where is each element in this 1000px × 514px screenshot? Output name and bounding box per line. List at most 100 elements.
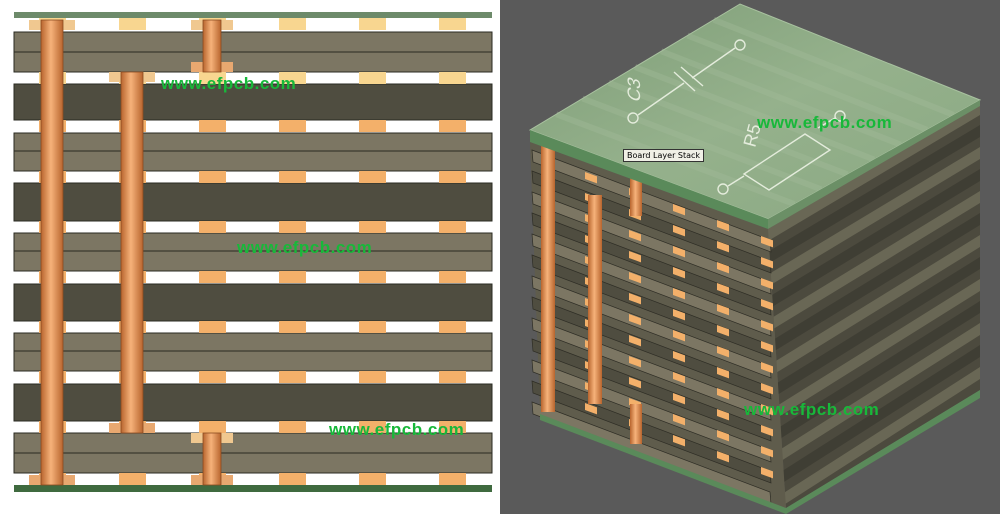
watermark-right-bottom: www.efpcb.com [744,400,880,419]
copper-pad-bottom [359,473,386,485]
watermark-left-bottom: www.efpcb.com [329,420,465,439]
front-face-pad [673,413,685,426]
front-face-pad [629,376,641,389]
copper-pad [119,18,146,30]
front-face-pad [761,235,773,248]
copper-pad [199,72,226,84]
right-face-layer [779,301,980,439]
cap-plate-1 [673,71,696,92]
layer-band [13,150,493,172]
via [29,19,75,486]
right-face-layer [782,345,980,483]
front-via-4 [630,404,642,444]
copper-pad [439,321,466,333]
res-pad-2 [834,110,846,122]
front-face-pad [761,424,773,437]
copper-pad [199,171,226,183]
front-face-pad [673,203,685,216]
right-face-layer [771,169,980,307]
copper-pad [359,271,386,283]
copper-pad [439,120,466,132]
copper-pad [359,371,386,383]
front-face-pad [761,340,773,353]
front-face-pad [629,355,641,368]
top-stripe [660,48,902,148]
front-face-pad [717,387,729,400]
right-face-layer [773,191,980,329]
front-face-pad [717,324,729,337]
front-face-pad [673,434,685,447]
copper-pad [199,120,226,132]
top-stripe [686,32,929,133]
front-face-pad [717,408,729,421]
watermark-right-top: www.efpcb.com [757,113,893,132]
copper-pad [359,321,386,333]
copper-pad [279,271,306,283]
via-barrel [120,71,144,434]
front-face-pad [761,361,773,374]
front-face-pad [761,382,773,395]
right-face-layer [774,213,980,351]
front-face-pad [761,319,773,332]
copper-pad [359,171,386,183]
front-face-pad [717,219,729,232]
res-lead-2 [817,117,836,129]
front-face-pad [761,256,773,269]
copper-pad [279,221,306,233]
layer-band [13,332,493,352]
front-face-pad [673,245,685,258]
top-stripe [607,79,849,178]
copper-pad [199,371,226,383]
copper-pad [439,421,466,433]
front-via-1 [541,146,555,412]
right-face-layer [770,147,980,285]
right-face-layer [778,279,980,417]
front-face-pad [761,403,773,416]
copper-pad [279,371,306,383]
copper-pad [199,271,226,283]
front-face-pad [717,303,729,316]
right-face-layer [783,367,980,505]
right-face-layer [769,125,980,263]
cap-lead-1 [637,82,685,116]
cap-ref-label: C3 [624,74,644,104]
cap-pad-2 [734,39,746,51]
right-face-layer [777,257,980,395]
front-face-pad [761,277,773,290]
copper-pad [279,421,306,433]
right-face-layer [768,103,980,241]
bottom-solder-edge [540,390,980,514]
copper-pad-bottom [439,473,466,485]
copper-pad [359,421,386,433]
front-face-pad [629,250,641,263]
layer-band [13,182,493,222]
front-face-pad [673,287,685,300]
copper-pad [199,321,226,333]
copper-pad [439,18,466,30]
cap-pad-1 [627,112,639,124]
res-pad-1 [717,183,729,195]
layer-band [13,132,493,152]
silkscreen-resistor [717,110,846,195]
cap-plate-2 [680,66,704,87]
front-face-pad [761,445,773,458]
front-face-pad [717,240,729,253]
bottom-solder-mask [14,485,492,492]
tooltip-board-layer-stack: Board Layer Stack [623,149,705,162]
copper-pad [279,321,306,333]
front-face-pad [673,350,685,363]
layer-band [13,350,493,372]
layer-band [13,452,493,474]
cross-section-panel [13,12,493,492]
copper-pad [279,120,306,132]
front-face-pad [673,308,685,321]
via [191,432,233,486]
top-stripe [581,95,823,193]
copper-pad [359,120,386,132]
copper-pad [439,72,466,84]
via [109,71,155,434]
front-face-pad [673,392,685,405]
copper-pad [439,221,466,233]
